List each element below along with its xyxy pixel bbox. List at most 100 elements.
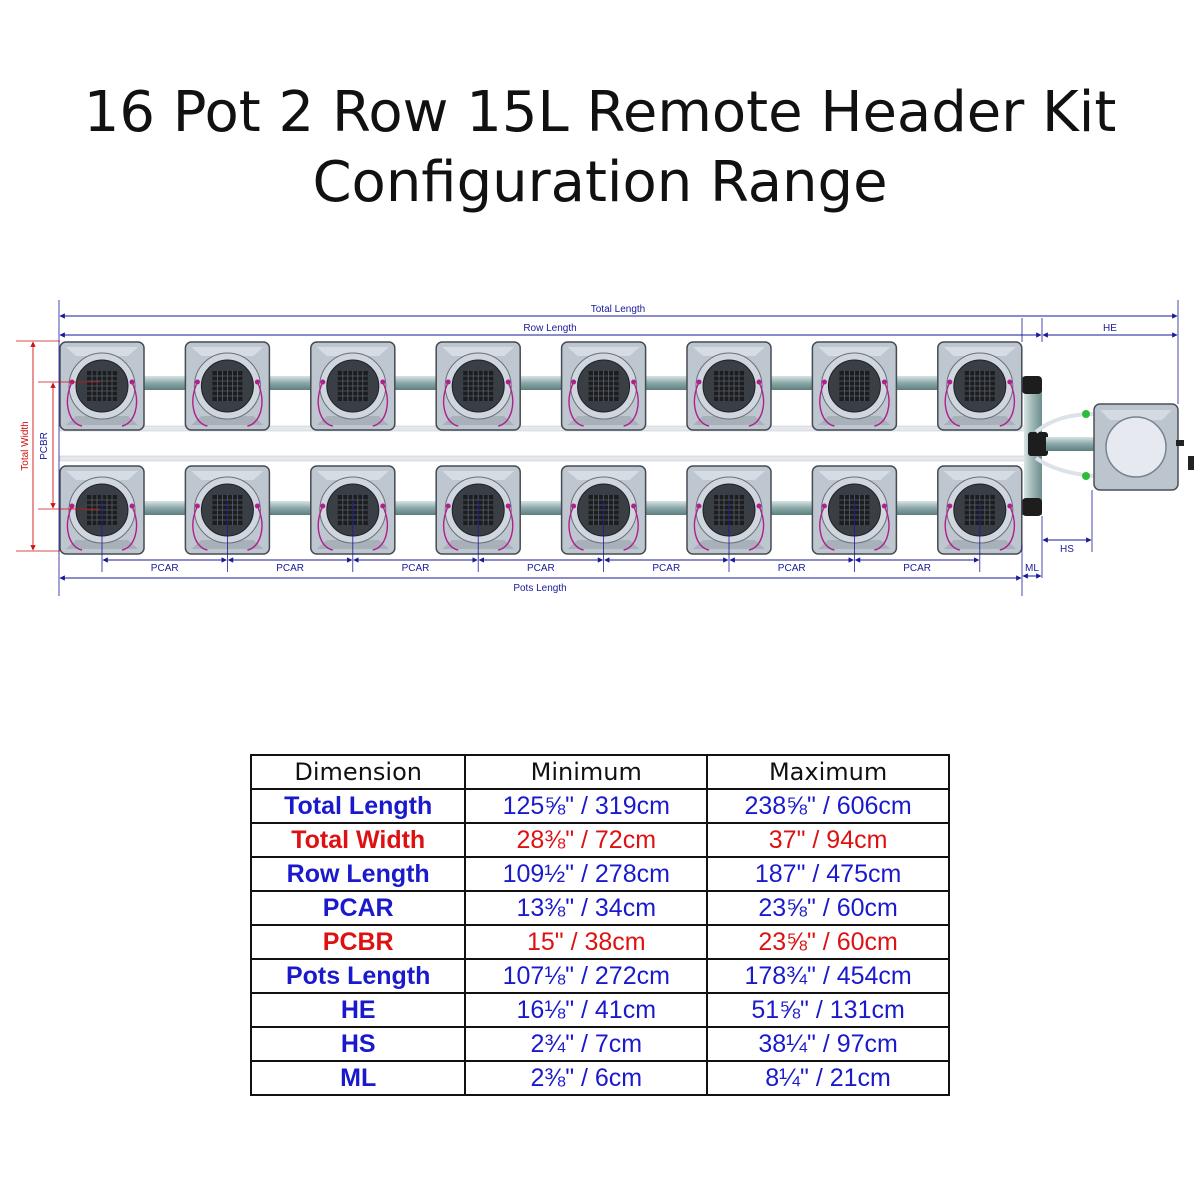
minimum-cell: 28⅜" / 72cm — [464, 822, 709, 858]
pot-tube-left — [66, 505, 83, 551]
pot-grid — [463, 371, 494, 401]
pot-rim — [191, 347, 264, 356]
maximum-cell: 23⅝" / 60cm — [706, 924, 950, 960]
bottom-drain-line — [59, 455, 1041, 462]
pot-fitting — [571, 379, 577, 385]
dimension-name-cell: HE — [249, 992, 467, 1028]
dimension-name-cell: PCAR — [249, 890, 467, 926]
pot — [184, 341, 271, 431]
pot-tube-right — [247, 505, 263, 551]
pot-rim — [818, 471, 891, 480]
pot-fitting — [194, 503, 200, 509]
title-line-2: Configuration Range — [312, 150, 888, 215]
pot — [811, 341, 898, 431]
header-tank — [1093, 403, 1194, 491]
dimension-name-cell: Row Length — [249, 856, 467, 892]
pots-group — [59, 341, 1023, 555]
pcar-label: PCAR — [151, 563, 179, 574]
minimum-cell: 15" / 38cm — [464, 924, 709, 960]
header-tank-lid — [1105, 416, 1167, 478]
pot-fitting — [254, 379, 260, 385]
pot-fitting — [631, 379, 637, 385]
pot-fitting — [1007, 503, 1013, 509]
pot-fitting — [881, 503, 887, 509]
pot-tube-right — [623, 505, 639, 551]
pot-fitting — [320, 503, 326, 509]
hose-fitting-bottom — [1082, 472, 1090, 480]
title-line-1: 16 Pot 2 Row 15L Remote Header Kit — [83, 80, 1117, 145]
pot-rim — [316, 471, 389, 480]
pot — [310, 341, 396, 431]
minimum-cell: 16⅛" / 41cm — [464, 992, 709, 1028]
minimum-cell: 2¾" / 7cm — [464, 1026, 709, 1062]
minimum-cell: 109½" / 278cm — [464, 856, 709, 892]
pot-tube-left — [568, 505, 584, 551]
pot-grid — [714, 371, 744, 401]
pot-tube-left — [693, 381, 710, 427]
maximum-cell: 38¼" / 97cm — [706, 1026, 950, 1062]
pot-tube-left — [317, 381, 334, 427]
total-width-label: Total Width — [20, 421, 31, 470]
dimension-name-cell: Pots Length — [249, 958, 467, 994]
column-header: Minimum — [464, 754, 709, 790]
pot-base — [191, 416, 264, 425]
pot-fitting — [380, 503, 386, 509]
pot-tube-left — [819, 381, 835, 427]
pot-tube-right — [748, 381, 765, 427]
pot-fitting — [129, 379, 135, 385]
dimension-name-cell: Total Length — [249, 788, 467, 824]
pot-tube-left — [944, 505, 961, 551]
page-title: 16 Pot 2 Row 15L Remote Header Kit Confi… — [0, 78, 1200, 218]
pot-tube-right — [497, 505, 514, 551]
pot-tube-right — [748, 505, 765, 551]
pot-rim — [442, 347, 515, 356]
pot-rim — [818, 347, 891, 356]
manifold-top-elbow — [1022, 376, 1042, 394]
pot-grid — [87, 371, 117, 401]
pot-tube-right — [121, 381, 138, 427]
pot-fitting — [1007, 379, 1013, 385]
pot-tube-right — [497, 381, 514, 427]
pot-base — [818, 416, 891, 425]
pot-base — [943, 416, 1016, 425]
pot-grid — [839, 371, 870, 401]
pot-base — [66, 416, 138, 425]
pot-base — [442, 416, 515, 425]
pcar-label: PCAR — [903, 563, 931, 574]
pot — [435, 341, 521, 431]
pot — [686, 341, 772, 431]
pcar-label: PCAR — [652, 563, 680, 574]
pot-tube-left — [317, 505, 334, 551]
pot-tube-right — [999, 381, 1015, 427]
pot-rim — [693, 347, 765, 356]
pot-fitting — [631, 503, 637, 509]
pot-fitting — [380, 379, 386, 385]
hs-label: HS — [1060, 544, 1074, 555]
pot-rim — [442, 471, 515, 480]
pot-base — [567, 416, 640, 425]
pot-grid — [337, 371, 368, 401]
minimum-cell: 2⅜" / 6cm — [464, 1060, 709, 1096]
pot-fitting — [696, 379, 702, 385]
dimension-name-cell: ML — [249, 1060, 467, 1096]
pot-fitting — [947, 503, 953, 509]
pot-rim — [943, 347, 1016, 356]
pot-fitting — [571, 503, 577, 509]
pot-tube-right — [247, 381, 263, 427]
pot-tube-left — [443, 381, 459, 427]
pot-fitting — [320, 379, 326, 385]
pot-tube-right — [372, 505, 388, 551]
maximum-cell: 51⅝" / 131cm — [706, 992, 950, 1028]
pot-fitting — [881, 379, 887, 385]
pot-rim — [567, 347, 640, 356]
minimum-cell: 107⅛" / 272cm — [464, 958, 709, 994]
